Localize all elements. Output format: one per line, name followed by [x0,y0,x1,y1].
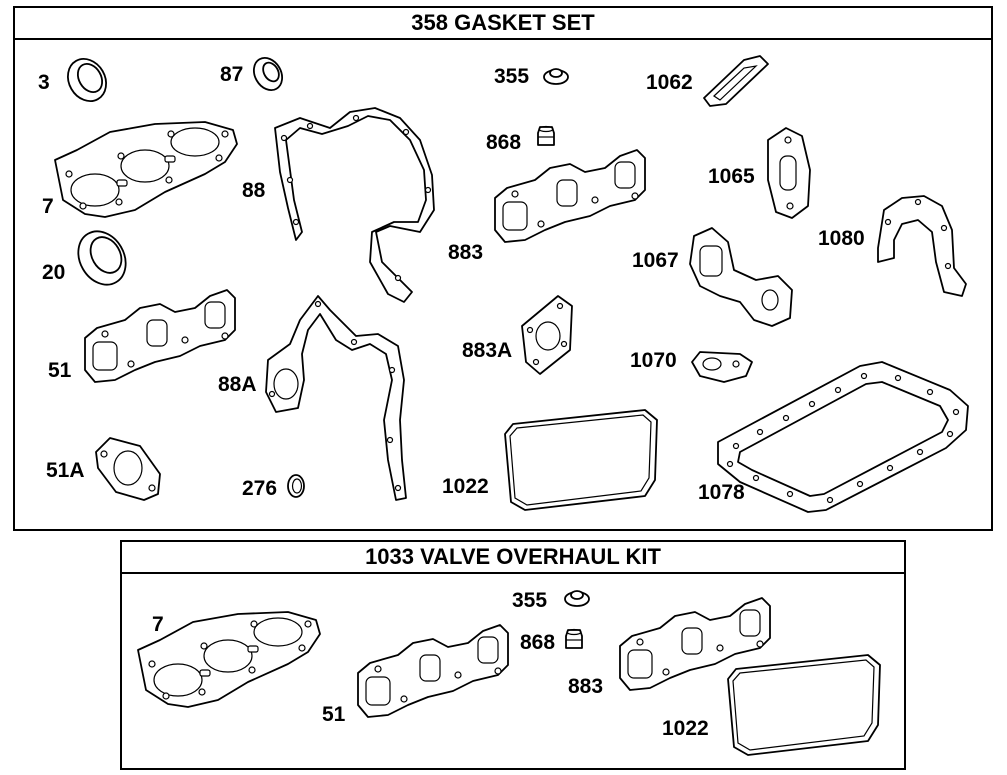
label-1062: 1062 [646,71,693,94]
valve-overhaul-kit-title: 1033 VALVE OVERHAUL KIT [122,542,904,574]
part-355-valve-keeper [543,68,569,85]
valve-overhaul-kit-panel: 1033 VALVE OVERHAUL KIT [120,540,906,770]
label-883: 883 [448,241,484,264]
kit-part-355-valve-keeper [564,590,590,607]
kit-label-868: 868 [520,631,556,654]
label-51a: 51A [46,459,85,482]
label-1080: 1080 [818,227,865,250]
label-1078: 1078 [698,481,745,504]
label-87: 87 [220,63,244,86]
part-88-timing-cover-gasket [274,107,435,303]
label-1022: 1022 [442,475,489,498]
part-883-manifold-gasket [494,149,646,243]
label-355: 355 [494,65,530,88]
part-51a-flange-gasket [95,437,161,501]
label-88: 88 [242,179,266,202]
label-276: 276 [242,477,278,500]
label-7: 7 [42,195,54,218]
part-1080-seal-plate-gasket [877,195,967,297]
kit-label-51: 51 [322,703,346,726]
kit-part-7-head-gasket [137,611,321,708]
label-3: 3 [38,71,50,94]
kit-part-51-manifold-gasket [357,624,509,718]
kit-label-883: 883 [568,675,604,698]
part-1022-rocker-cover-gasket [504,409,658,511]
part-87-seal [252,57,284,91]
gasket-set-panel: 358 GASKET SET [13,6,993,531]
label-20: 20 [42,261,66,284]
label-51: 51 [48,359,72,382]
part-1065-exhaust-gasket [767,127,811,219]
part-1067-gasket [689,227,793,327]
label-88a: 88A [218,373,257,396]
kit-part-1022-rocker-cover-gasket [727,654,881,756]
label-868: 868 [486,131,522,154]
kit-label-355: 355 [512,589,548,612]
part-3-oil-seal [67,58,107,102]
label-883a: 883A [462,339,513,362]
part-88a-timing-cover-gasket [265,295,407,501]
gasket-set-title: 358 GASKET SET [15,8,991,40]
part-883a-plate-gasket [521,295,573,375]
part-276-o-ring [287,474,305,498]
kit-part-868-valve-stem-seal [565,628,583,649]
kit-label-1022: 1022 [662,717,709,740]
part-20-seal [77,230,127,286]
part-1078-oil-pan-gasket [717,361,969,513]
label-1070: 1070 [630,349,677,372]
label-1065: 1065 [708,165,755,188]
part-1070-gasket [691,351,753,383]
part-868-valve-stem-seal [537,125,555,146]
label-1067: 1067 [632,249,679,272]
part-51-manifold-gasket [84,289,236,383]
part-7-head-gasket [54,121,238,218]
kit-label-7: 7 [152,613,164,636]
part-1062-gasket [703,55,769,107]
